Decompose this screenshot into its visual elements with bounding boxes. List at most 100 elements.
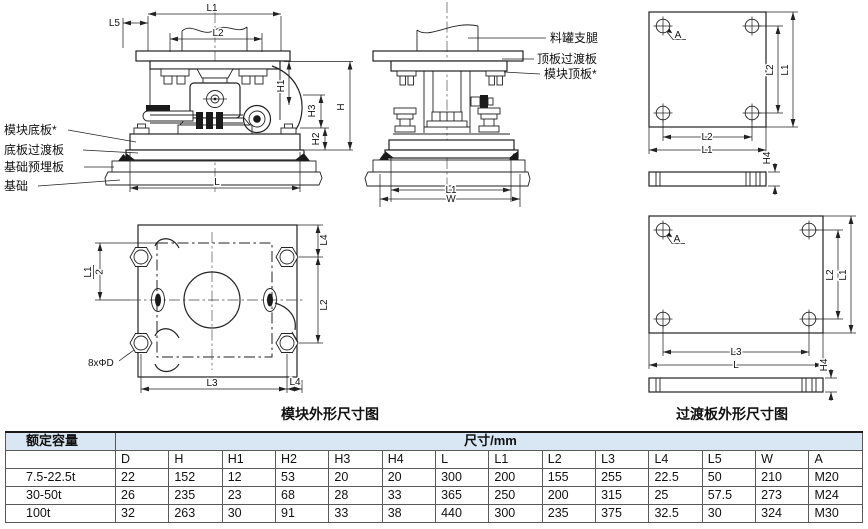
hole-callout-a: A (666, 233, 685, 247)
value-cell: 23 (221, 486, 277, 505)
value-cell: 22.5 (648, 468, 703, 487)
dim-label-h2: H2 (311, 132, 322, 145)
transition-plate-caption: 过渡板外形尺寸图 (676, 406, 788, 422)
value-cell: 22 (114, 468, 170, 487)
col-header: L5 (701, 450, 757, 469)
value-cell: 200 (488, 468, 543, 487)
dim-label-l2: L2 (701, 132, 713, 143)
value-cell: 26 (114, 486, 170, 505)
value-cell: 152 (168, 468, 223, 487)
capacity-cell: 30-50t (5, 486, 116, 505)
value-cell: 68 (275, 486, 330, 505)
col-header: L4 (648, 450, 703, 469)
dim-label-l1: L1 (445, 185, 457, 196)
value-cell: 315 (595, 486, 650, 505)
side-mounts (151, 288, 277, 312)
col-header: A (808, 450, 863, 469)
callout-module-top-plate: 模块顶板* (544, 67, 597, 81)
dim-label-l5: L5 (109, 18, 121, 29)
callout-module-bottom-plate: 模块底板* (4, 122, 57, 137)
col-header: L (435, 450, 490, 469)
side-view-dimensions: L1 L5 L2 L H1 H3 H2 H (107, 2, 353, 192)
dim-label-l2: L2 (212, 28, 224, 39)
dim-label-half-l1: L1 2 (82, 265, 108, 280)
hole-label-a: A (675, 30, 682, 41)
value-cell: 273 (755, 486, 810, 505)
corner-bolts (129, 247, 299, 353)
value-cell: 255 (595, 468, 650, 487)
col-header: W (755, 450, 810, 469)
cable-top-view (274, 302, 296, 331)
value-cell: 300 (488, 504, 543, 523)
dim-label-l1: L1 (780, 64, 791, 76)
table-row: 7.5-22.5t 22 152 12 53 20 20 300 200 155… (5, 468, 863, 487)
value-cell: 91 (275, 504, 330, 523)
support-plate-hatched (135, 50, 291, 62)
dim-label-l4: L4 (289, 377, 301, 388)
value-cell: 300 (435, 468, 490, 487)
dim-label-h1: H1 (276, 79, 287, 92)
top-plate-drawing: A L2 L1 L2 L1 H4 (648, 11, 798, 195)
support-plate-hatched-front (372, 50, 524, 62)
callout-foundation: 基础 (4, 179, 28, 193)
dim-label-l1: L1 (701, 145, 713, 156)
dim-label-l2: L2 (319, 299, 330, 311)
table-header-row: 额定容量 尺寸/mm (5, 431, 863, 451)
dimension-header-cell: 尺寸/mm (115, 431, 863, 451)
dim-label-l3: L3 (206, 378, 218, 389)
transition-plate-edge-view: H4 (648, 357, 837, 401)
col-header: H (168, 450, 223, 469)
module-drawing-caption: 模块外形尺寸图 (281, 406, 379, 422)
value-cell: M30 (808, 504, 863, 523)
callout-embedded-plate: 基础预埋板 (4, 160, 64, 174)
empty-cell (5, 450, 116, 469)
top-view-dimensions: L1 2 L4 L2 L3 L4 8xΦD (82, 224, 332, 393)
table-row: 100t 32 263 30 91 33 38 440 300 235 375 … (5, 504, 863, 523)
dim-label-h4: H4 (819, 358, 830, 371)
column-header-row: D H H1 H2 H3 H4 L L1 L2 L3 L4 L5 W A (5, 450, 863, 469)
value-cell: 33 (381, 486, 437, 505)
value-cell: 200 (541, 486, 597, 505)
front-view-callouts: 料罐支腿 顶板过渡板 模块顶板* (468, 31, 598, 81)
value-cell: 57.5 (701, 486, 757, 505)
dim-label-h: H (336, 103, 347, 110)
capacity-cell: 100t (5, 504, 116, 523)
plate-holes (653, 16, 762, 123)
value-cell: 25 (648, 486, 703, 505)
bolt-callout-label: 8xΦD (88, 358, 114, 369)
top-plate-dimensions: L2 L1 L2 L1 (648, 11, 798, 158)
spec-table: 额定容量 尺寸/mm D H H1 H2 H3 H4 L L1 L2 L3 L4… (5, 431, 863, 523)
value-cell: 38 (381, 504, 437, 523)
value-cell: 50 (701, 468, 757, 487)
col-header: D (114, 450, 170, 469)
value-cell: 32 (114, 504, 170, 523)
value-cell: 263 (168, 504, 223, 523)
value-cell: 32.5 (648, 504, 703, 523)
dim-label-l2: L2 (765, 64, 776, 76)
top-plate-edge-view: H4 (648, 150, 780, 195)
dim-label-l2: L2 (825, 269, 836, 281)
value-cell: 155 (541, 468, 597, 487)
value-cell: 30 (221, 504, 277, 523)
module-front-view-drawing: L1 W 料罐支腿 顶板过渡板 模块顶板* (364, 2, 598, 207)
value-cell: 28 (328, 486, 383, 505)
value-cell: 53 (275, 468, 330, 487)
value-cell: M20 (808, 468, 863, 487)
center-hole (183, 271, 241, 329)
hole-callout-a: A (666, 29, 686, 43)
module-side-view-drawing: L1 L5 L2 L H1 H3 H2 H 模块底板* 底板过渡板 基础预埋板 … (4, 2, 353, 193)
capacity-header-cell: 额定容量 (5, 431, 116, 451)
dim-label-l: L (733, 360, 739, 371)
module-body (133, 60, 303, 138)
value-cell: M24 (808, 486, 863, 505)
value-cell: 440 (435, 504, 490, 523)
dim-label-h3: H3 (307, 104, 318, 117)
module-top-view-drawing: L1 2 L4 L2 L3 L4 8xΦD (82, 224, 332, 393)
drawings-canvas: L1 L5 L2 L H1 H3 H2 H 模块底板* 底板过渡板 基础预埋板 … (4, 2, 856, 401)
value-cell: 235 (168, 486, 223, 505)
col-header: L2 (541, 450, 597, 469)
value-cell: 365 (435, 486, 490, 505)
dim-label-l: L (214, 177, 220, 188)
callout-top-transition-plate: 顶板过渡板 (537, 51, 597, 66)
